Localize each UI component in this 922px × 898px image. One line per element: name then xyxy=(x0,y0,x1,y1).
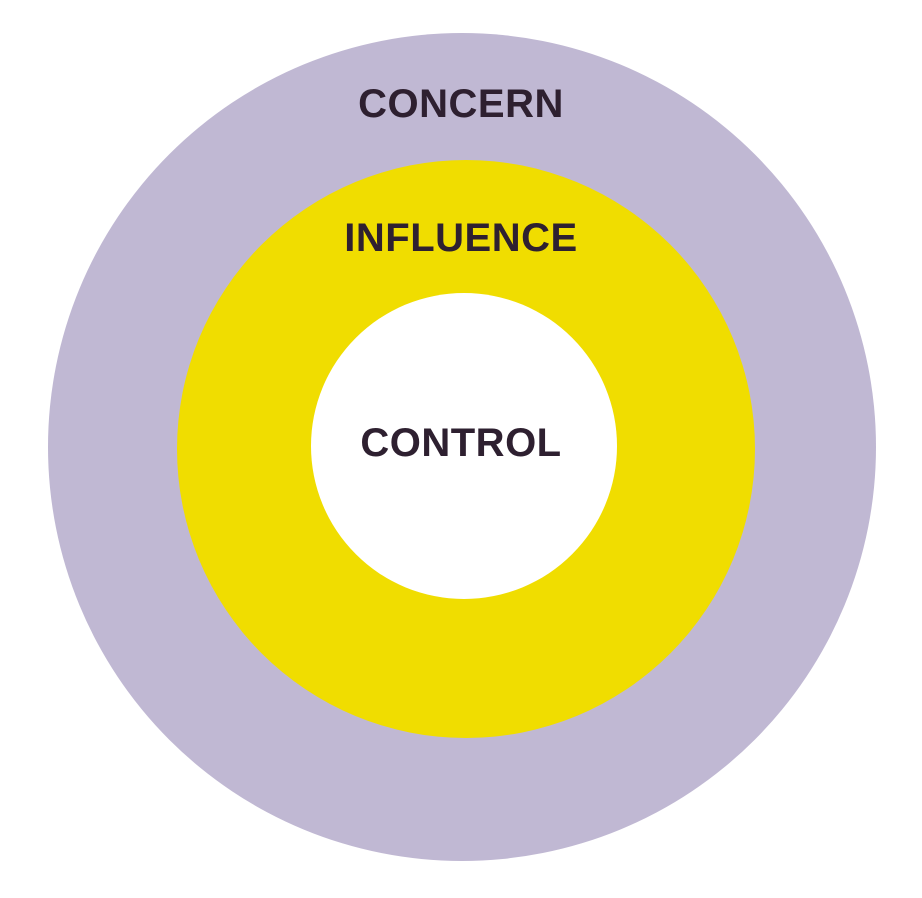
concern-label: CONCERN xyxy=(358,82,564,126)
influence-label: INFLUENCE xyxy=(344,216,578,260)
control-label: CONTROL xyxy=(360,421,562,465)
control-circle xyxy=(311,293,617,599)
